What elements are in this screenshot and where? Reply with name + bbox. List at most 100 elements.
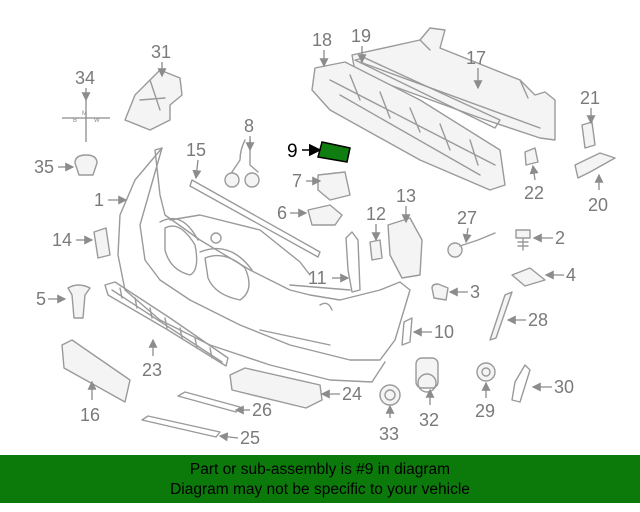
callout-7: 7 [292, 171, 322, 191]
svg-text:6: 6 [277, 203, 287, 223]
callout-3: 3 [448, 282, 480, 302]
svg-text:19: 19 [351, 26, 371, 46]
callout-14: 14 [52, 230, 94, 250]
callout-30: 30 [531, 377, 574, 397]
callout-27: 27 [457, 208, 477, 244]
svg-text:33: 33 [379, 424, 399, 444]
part-7 [317, 171, 351, 201]
svg-text:10: 10 [434, 322, 454, 342]
part-20 [574, 152, 616, 179]
parts-diagram: B M W [34, 26, 616, 448]
svg-text:23: 23 [142, 360, 162, 380]
part-22 [524, 147, 539, 166]
emblem-letter-b: B [73, 118, 77, 124]
callout-11: 11 [308, 268, 350, 288]
pin-5-part [67, 284, 91, 319]
part-10 [401, 317, 413, 346]
emblem-part: B M W [62, 95, 110, 142]
callout-13: 13 [396, 186, 416, 224]
svg-text:30: 30 [554, 377, 574, 397]
bumper-cover-part [117, 147, 411, 383]
footer-line-2: Diagram may not be specific to your vehi… [170, 481, 470, 498]
callout-25: 25 [218, 428, 260, 448]
strip-25-part [141, 415, 221, 438]
callout-1: 1 [94, 190, 128, 210]
svg-text:17: 17 [466, 48, 486, 68]
svg-text:5: 5 [36, 289, 46, 309]
callout-20: 20 [588, 173, 608, 215]
callout-22: 22 [524, 164, 544, 203]
svg-text:3: 3 [470, 282, 480, 302]
svg-text:31: 31 [151, 42, 171, 62]
callout-8: 8 [244, 116, 255, 152]
callout-21: 21 [580, 88, 600, 125]
svg-text:7: 7 [292, 171, 302, 191]
svg-text:25: 25 [240, 428, 260, 448]
svg-text:29: 29 [475, 401, 495, 421]
impact-absorber-part [311, 61, 506, 191]
callout-32: 32 [419, 388, 439, 430]
svg-text:1: 1 [94, 190, 104, 210]
svg-text:26: 26 [252, 400, 272, 420]
sensor-32-part [415, 357, 439, 393]
svg-text:35: 35 [34, 157, 54, 177]
callout-2: 2 [532, 228, 565, 248]
svg-text:15: 15 [186, 140, 206, 160]
part-4 [511, 267, 546, 287]
sensor-29-part [476, 362, 496, 382]
bracket-8-part [224, 139, 260, 188]
svg-text:24: 24 [342, 384, 362, 404]
svg-text:13: 13 [396, 186, 416, 206]
callout-33: 33 [379, 404, 399, 444]
part-13 [387, 217, 423, 279]
highlighted-part-9 [317, 141, 351, 163]
svg-text:2: 2 [555, 228, 565, 248]
svg-text:20: 20 [588, 195, 608, 215]
svg-text:27: 27 [457, 208, 477, 228]
svg-text:22: 22 [524, 183, 544, 203]
svg-text:11: 11 [308, 268, 327, 288]
part-28 [489, 291, 513, 341]
svg-text:9: 9 [287, 141, 298, 162]
part-14 [93, 227, 111, 259]
footer-line-1: Part or sub-assembly is #9 in diagram [189, 461, 451, 478]
bracket-11-part [345, 231, 361, 293]
svg-text:32: 32 [419, 410, 439, 430]
callout-17: 17 [466, 48, 486, 90]
callout-24: 24 [320, 384, 362, 404]
callout-19: 19 [351, 26, 371, 64]
svg-text:12: 12 [366, 204, 386, 224]
trim-strip-15-part [189, 179, 321, 258]
svg-text:34: 34 [75, 68, 95, 88]
strip-26-part [177, 391, 241, 413]
bracket-31-part [124, 69, 183, 131]
part-3 [431, 283, 449, 301]
callout-34: 34 [75, 68, 95, 102]
callout-26: 26 [234, 400, 272, 420]
part-24 [229, 367, 323, 409]
cap-33-part [379, 384, 401, 406]
callout-9: 9 [287, 141, 322, 162]
svg-text:28: 28 [528, 310, 548, 330]
callout-6: 6 [277, 203, 308, 223]
svg-text:18: 18 [312, 30, 332, 50]
reinforcement-bar-part [351, 27, 556, 141]
part-21 [581, 121, 596, 149]
footer-notice: Part or sub-assembly is #9 in diagram Di… [0, 455, 640, 503]
lower-grille-23-part [104, 281, 229, 367]
part-6 [307, 204, 343, 226]
emblem-letter-w: W [94, 118, 100, 124]
callout-28: 28 [506, 310, 548, 330]
callout-18: 18 [312, 30, 332, 68]
callout-16: 16 [80, 380, 100, 425]
clip-35-part [74, 154, 98, 176]
callout-10: 10 [412, 322, 454, 342]
svg-text:8: 8 [244, 116, 254, 136]
part-30 [511, 364, 531, 403]
sensor-27-part [447, 232, 496, 258]
emblem-letter-m: M [82, 111, 87, 117]
callout-23: 23 [142, 338, 162, 380]
svg-text:16: 16 [80, 405, 100, 425]
callout-4: 4 [544, 265, 576, 285]
callout-5: 5 [36, 289, 67, 309]
